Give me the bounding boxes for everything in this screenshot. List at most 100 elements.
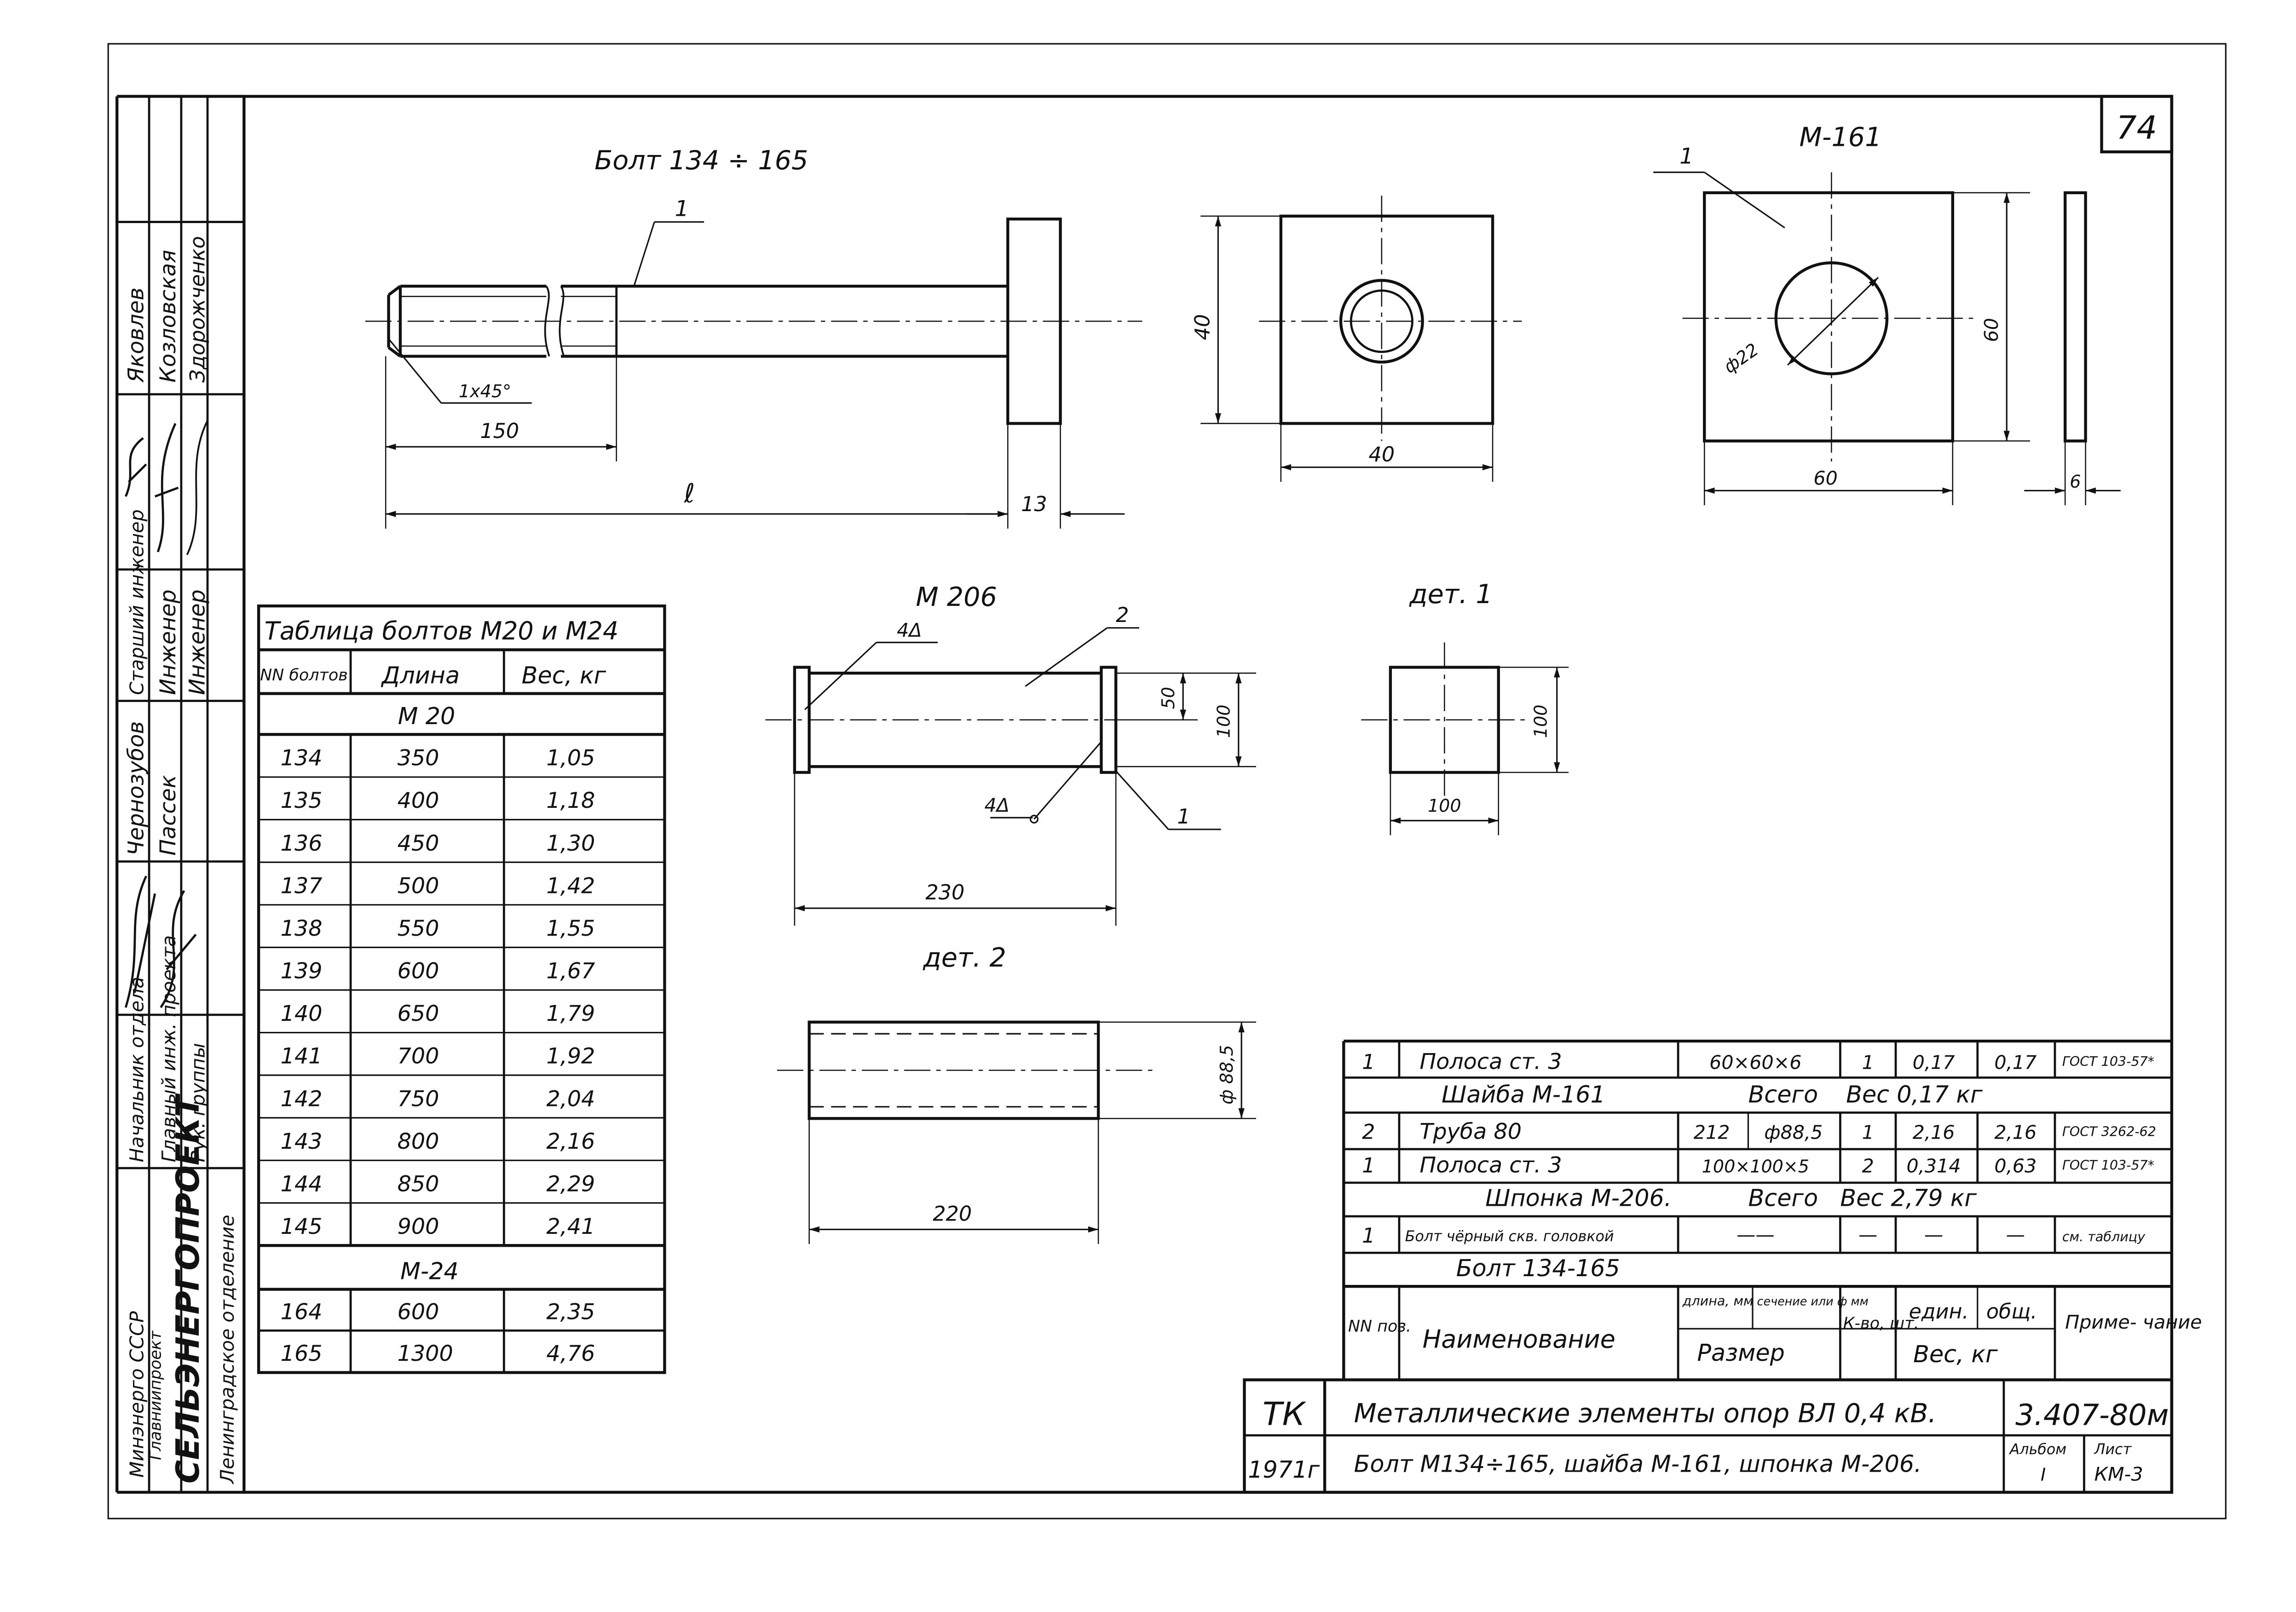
bolts-m20-cell: 2,16 [546,1129,595,1154]
spec-r1-qty: 1 [1862,1051,1874,1073]
spec-r2-len: 212 [1694,1122,1730,1144]
spec-r4-pos: 1 [1362,1224,1375,1248]
bolts-m20-cell: 800 [398,1129,439,1154]
title-album-label: Альбом [2009,1441,2067,1458]
title-doc-no: 3.407-80м [2015,1398,2169,1432]
side-stamp: Яковлев Козловская Здорожченко Старший и… [117,96,244,1492]
key-callout-1: 1 [1177,805,1190,829]
title-sheet: КМ-3 [2094,1463,2143,1485]
title-code: ТК [1263,1396,1307,1433]
washer-dim-t: 6 [2070,472,2081,492]
bolt-dim-length: ℓ [684,478,695,509]
det2-dim-d: ф 88,5 [1217,1045,1237,1104]
bolt-dim-head: 13 [1021,493,1047,516]
bolts-header-length: Длина [381,662,460,689]
det1-dim-h: 100 [1530,705,1551,738]
bolts-m20-cell: 139 [281,959,323,984]
spec-s2-weight: Вес 2,79 кг [1840,1185,1977,1212]
stamp-role-1: Старший инженер [126,509,148,695]
spec-r4-qty: — [1858,1224,1877,1246]
bolt-drawing: Болт 134 ÷ 165 1 1x45° 150 ℓ 13 [365,145,1142,529]
spec-r1-total: 0,17 [1994,1051,2036,1073]
spec-r3-note: ГОСТ 103-57* [2062,1157,2154,1173]
key-m206: М 206 4Δ 4Δ 2 1 50 100 230 [765,582,1256,926]
bolts-table-title: Таблица болтов М20 и М24 [265,616,618,645]
spec-h-qty: К-во, шт. [1843,1314,1919,1333]
spec-r4-name: Болт чёрный скв. головкой [1405,1228,1614,1245]
spec-r4-total: — [2006,1224,2025,1246]
stamp-name-5: Пассек [156,775,181,856]
bolts-m20-cell: 650 [398,1001,439,1026]
bolt-chamfer-label: 1x45° [459,381,511,401]
spec-r3-size: 100×100×5 [1702,1157,1809,1177]
bolts-m20-cell: 550 [398,916,439,941]
bolts-m20-cell: 1,55 [546,916,595,941]
stamp-org-2: Главниипроект [146,1330,165,1460]
spec-r2-unit: 2,16 [1913,1122,1955,1144]
spec-r2-total: 2,16 [1994,1122,2036,1144]
bolts-m20-cell: 144 [281,1172,323,1197]
spec-s3-name: Болт 134-165 [1456,1255,1620,1282]
spec-h-len: длина, мм [1682,1293,1754,1308]
bolts-m20-cell: 1,30 [546,831,595,856]
spec-r1-unit: 0,17 [1913,1051,1955,1073]
bolt-callout-1: 1 [675,196,689,222]
bolts-m24-cell: 164 [281,1300,323,1325]
signature-2 [154,423,179,553]
bolts-m20-cell: 500 [398,873,439,898]
stamp-role-6: Рук. группы [187,1043,209,1162]
bolts-m20-cell: 1,42 [546,873,595,898]
bolts-group-m24: М-24 [400,1257,459,1284]
washer-left-dim-h: 40 [1191,314,1214,340]
bolts-m20-cell: 2,04 [546,1086,595,1111]
spec-h-pos: NN поз. [1348,1318,1411,1336]
bolts-m20-cell: 134 [281,746,323,771]
bolts-m20-cell: 145 [281,1214,323,1239]
title-year: 1971г [1248,1456,1320,1483]
spec-r2-section: ф88,5 [1764,1122,1823,1144]
bolts-m20-cell: 600 [398,959,439,984]
bolts-m20-cell: 350 [398,746,439,771]
bolts-m20-cell: 140 [281,1001,323,1026]
stamp-name-4: Чернозубов [123,721,149,856]
bolts-group-m20: М 20 [398,702,456,730]
spec-r3-qty: 2 [1862,1155,1874,1177]
bolts-m20-cell: 2,29 [546,1172,595,1197]
stamp-role-5: Главный инж. проекта [158,935,180,1163]
spec-r3-name: Полоса ст. 3 [1419,1153,1562,1178]
bolts-m20-cell: 141 [281,1044,323,1069]
spec-s2-total: Всего [1748,1185,1818,1212]
signature-4 [124,875,156,1008]
washer-dia: ф22 [1720,339,1762,377]
signature-1 [125,437,147,497]
bolts-m20-cell: 900 [398,1214,439,1239]
washer-callout-1: 1 [1679,144,1693,169]
bolts-header-nn: NN болтов [260,666,348,685]
spec-r1-size: 60×60×6 [1709,1051,1801,1073]
bolts-m24-cell: 2,35 [546,1300,595,1325]
spec-r2-pos: 2 [1362,1121,1375,1144]
key-callout-2: 2 [1116,604,1129,627]
detail-2: дет. 2 ф 88,5 220 [777,943,1256,1244]
bolts-m24-cell: 4,76 [546,1341,595,1366]
bolts-m20-cell: 142 [281,1086,323,1111]
title-line-2: Болт М134÷165, шайба М-161, шпонка М-206… [1354,1450,1922,1477]
spec-r4-unit: — [1924,1224,1943,1246]
det2-title: дет. 2 [923,943,1006,973]
stamp-org-3: СЕЛЬЭНЕРГОПРОЕКТ [169,1093,207,1484]
bolts-m20-cell: 143 [281,1129,323,1154]
stamp-name-2: Козловская [156,250,181,383]
washer-title: М-161 [1800,122,1882,152]
spec-h-note: Приме- чание [2065,1311,2202,1333]
bolts-m20-cell: 138 [281,916,323,941]
spec-r4-note: см. таблицу [2062,1229,2146,1244]
detail-1: дет. 1 100 100 [1361,579,1569,835]
bolts-m20-cell: 1,18 [546,788,595,813]
bolts-m20-cell: 1,79 [546,1001,595,1026]
det1-title: дет. 1 [1409,579,1493,610]
washer-front-view: 40 40 [1191,196,1522,482]
spec-r1-pos: 1 [1362,1050,1375,1074]
bolt-dim-thread: 150 [480,420,519,443]
